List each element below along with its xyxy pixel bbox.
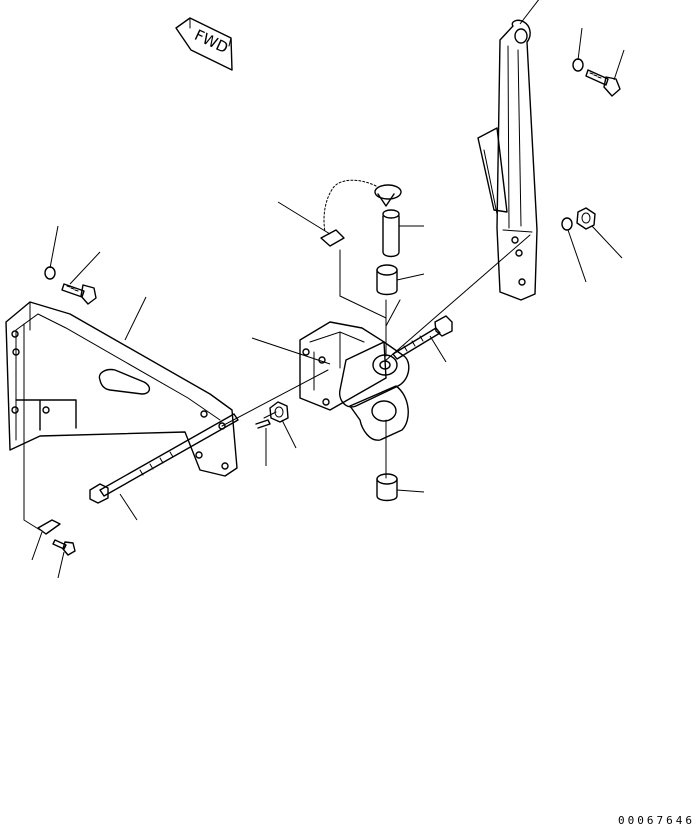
- fwd-arrow: FWD: [175, 17, 233, 71]
- fwd-arrow-label: FWD: [192, 26, 231, 57]
- centerline: [23, 234, 531, 531]
- clip: [37, 519, 61, 535]
- nut: [576, 207, 596, 230]
- bushing: [376, 473, 398, 502]
- lock-pin: [374, 184, 402, 258]
- chain-clip: [320, 229, 345, 247]
- leader-lines: [31, 0, 625, 579]
- cotter-pin: [255, 419, 271, 429]
- long-bolt: [89, 413, 239, 504]
- washer: [561, 217, 573, 231]
- washer: [572, 58, 584, 72]
- bushing: [376, 264, 398, 296]
- chain: [323, 179, 377, 233]
- bracket-plate: [5, 301, 238, 477]
- hitch-body: [299, 321, 410, 441]
- washer: [44, 266, 56, 280]
- bolt: [392, 315, 453, 360]
- drawing-number: 00067646: [618, 814, 695, 827]
- nut: [269, 401, 289, 423]
- bolt: [61, 283, 97, 305]
- bolt: [52, 539, 76, 556]
- bolt: [585, 69, 621, 97]
- lever-arm: [477, 19, 538, 301]
